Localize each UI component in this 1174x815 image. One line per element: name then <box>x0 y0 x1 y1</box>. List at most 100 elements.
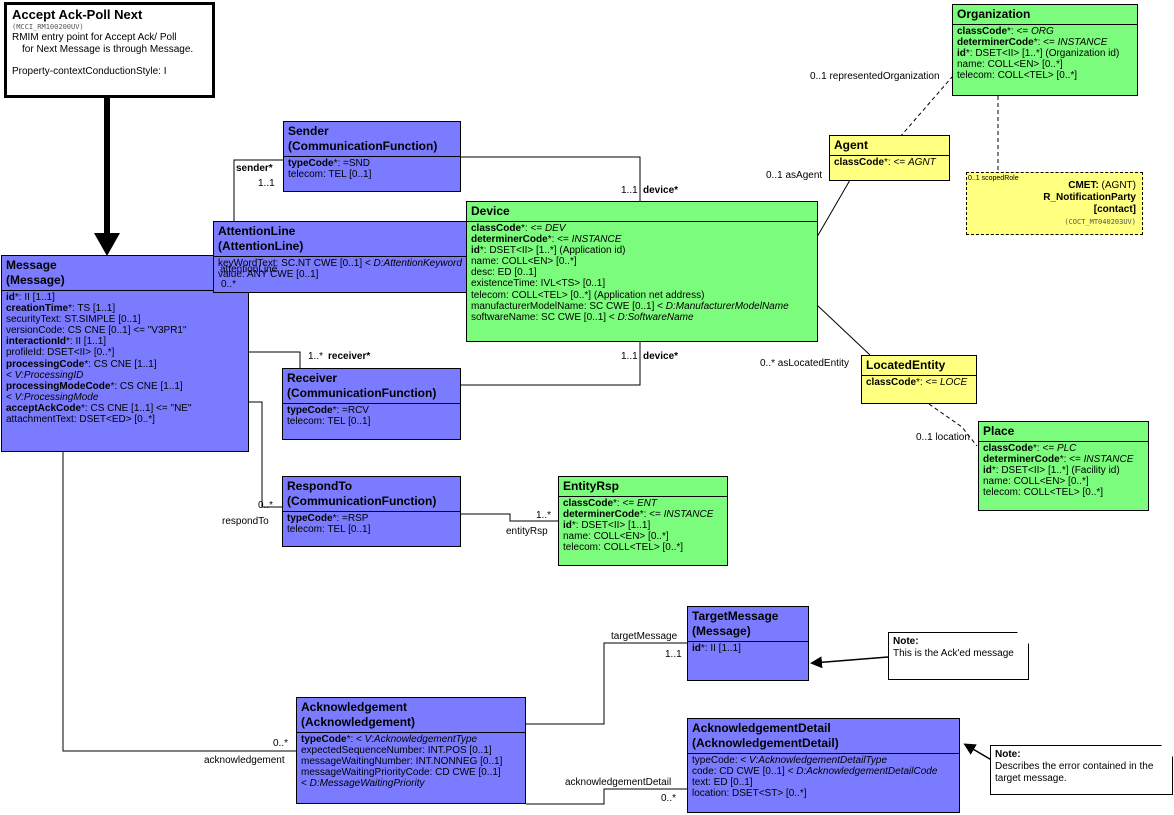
header-code: (MCCI_RM100200UV) <box>12 23 84 31</box>
attribute-row: expectedSequenceNumber: INT.POS [0..1] <box>301 745 521 756</box>
attribute-type: : CS CNE [0..1] <= "V3PR1" <box>62 325 187 337</box>
attribute-type: : DSET<ST> [0..*] <box>726 788 807 800</box>
attribute-vocabulary: INSTANCE <box>571 234 622 246</box>
attribute-type: *: <= <box>916 377 940 388</box>
sender-device-connector <box>461 156 641 203</box>
attribute-row: determinerCode*: <= INSTANCE <box>957 37 1133 48</box>
label-as-located-entity: 0..* asLocatedEntity <box>760 358 849 369</box>
message-class-box[interactable]: Message (Message) id*: II [1..1]creation… <box>1 255 249 452</box>
attribute-row: name: COLL<EN> [0..*] <box>983 476 1144 487</box>
attribute-type: : SC CWE [0..1] < <box>583 300 666 312</box>
agent-organization-connector <box>899 76 953 138</box>
cmet-code-agnt: (AGNT) <box>1098 180 1136 191</box>
respondto-class-box[interactable]: RespondTo (CommunicationFunction) typeCo… <box>282 476 461 547</box>
attribute-type: : DSET<II> [0..*] <box>41 347 115 359</box>
locatedentity-class-box[interactable]: LocatedEntity classCode*: <= LOCE <box>861 355 977 404</box>
attribute-row: id*: DSET<II> [1..*] (Application id) <box>471 245 813 256</box>
note1-arrow <box>810 656 889 669</box>
receiver-connector <box>248 351 301 369</box>
attribute-type: : SC.NT CWE [0..1] < <box>275 258 374 269</box>
label-ackdetail-mult: 0..* <box>661 793 677 804</box>
attribute-type: *: II [1..1] <box>66 336 107 348</box>
attribute-name: processingCode <box>6 358 85 370</box>
label-respondto: respondTo <box>222 516 269 527</box>
attribute-name: name <box>983 476 1009 488</box>
ackdetail-class-box[interactable]: AcknowledgementDetail (AcknowledgementDe… <box>687 718 960 813</box>
attribute-vocabulary: V:AcknowledgementDetailType <box>749 755 888 766</box>
attribute-name: typeCode <box>287 405 333 416</box>
attribute-row: interactionId*: II [1..1] <box>6 336 244 347</box>
cmet-name: R_NotificationParty <box>1043 192 1136 203</box>
attribute-type: *: DSET<II> [1..*] (Organization id) <box>965 48 1120 60</box>
sender-class-box[interactable]: Sender (CommunicationFunction) typeCode*… <box>283 121 461 192</box>
label-entityrsp-mult: 1..* <box>536 510 552 521</box>
attribute-type: < <box>301 778 310 790</box>
attribute-row: typeCode: < V:AcknowledgementDetailType <box>692 755 955 766</box>
acknowledgement-class-box[interactable]: Acknowledgement (Acknowledgement) typeCo… <box>296 697 526 804</box>
attribute-row: determinerCode*: <= INSTANCE <box>563 509 723 520</box>
attribute-name: id <box>957 48 966 60</box>
locatedentity-attributes: classCode*: <= LOCE <box>862 377 976 388</box>
label-acknowledgement-mult: 0..* <box>273 738 289 749</box>
attribute-type: *: <= <box>884 157 908 168</box>
attribute-name: telecom <box>288 169 324 181</box>
attribute-type: : INT.NONNEG [0..1] <box>410 756 503 768</box>
attribute-row: classCode*: <= PLC <box>983 443 1144 454</box>
device-locatedentity-connector <box>816 304 871 356</box>
label-respondto-mult: 0..* <box>258 500 274 511</box>
agent-title: Agent <box>834 138 868 152</box>
attribute-type: *: II [1..1] <box>700 643 741 654</box>
label-device-sender-mult: 1..1 <box>621 185 638 196</box>
place-title: Place <box>983 424 1015 438</box>
attribute-type: : COLL<TEL> [0..*] <box>992 70 1078 82</box>
attribute-name: telecom <box>287 416 323 428</box>
attribute-name: typeCode <box>301 734 347 745</box>
attribute-row: softwareName: SC CWE [0..1] < D:Software… <box>471 312 813 323</box>
cmet-code: (COCT_MT040203UV) <box>1064 218 1136 226</box>
attribute-row: keyWordText: SC.NT CWE [0..1] < D:Attent… <box>218 258 462 269</box>
targetmessage-attributes: id*: II [1..1] <box>688 643 808 654</box>
attribute-row: classCode*: <= ENT <box>563 498 723 509</box>
attribute-type: *: =RCV <box>332 405 369 416</box>
attribute-name: text <box>692 777 709 789</box>
targetmessage-class-box[interactable]: TargetMessage (Message) id*: II [1..1] <box>687 606 809 681</box>
attribute-row: determinerCode*: <= INSTANCE <box>983 454 1144 465</box>
attribute-name: determinerCode <box>957 37 1034 49</box>
attribute-vocabulary: ORG <box>1030 26 1054 37</box>
receiver-class-box[interactable]: Receiver (CommunicationFunction) typeCod… <box>282 368 461 440</box>
attribute-name: securityText <box>6 314 59 326</box>
attribute-name: desc <box>471 267 493 279</box>
attribute-row: name: COLL<EN> [0..*] <box>471 256 813 267</box>
attribute-vocabulary: D:SoftwareName <box>617 311 694 323</box>
attribute-row: id*: DSET<II> [1..1] <box>563 520 723 531</box>
attentionline-class-box[interactable]: AttentionLine (AttentionLine) keyWordTex… <box>213 221 467 293</box>
agent-class-box[interactable]: Agent classCode*: <= AGNT <box>829 135 950 181</box>
attribute-row: existenceTime: IVL<TS> [0..1] <box>471 278 813 289</box>
attribute-name: creationTime <box>6 303 69 315</box>
attribute-type: *: <= <box>639 509 664 521</box>
attribute-type: : COLL<EN> [0..*] <box>588 531 669 543</box>
attribute-row: id*: II [1..1] <box>692 643 804 654</box>
ackdetail-subtitle: (AcknowledgementDetail) <box>692 736 839 750</box>
attribute-row: acceptAckCode*: CS CNE [1..1] <= "NE" <box>6 403 244 414</box>
attribute-row: processingModeCode*: CS CNE [1..1] <box>6 381 244 392</box>
attribute-type: : TEL [0..1] <box>323 169 372 181</box>
attribute-name: processingModeCode <box>6 380 111 392</box>
acknowledgement-title: Acknowledgement <box>301 700 408 714</box>
label-sender: sender* <box>236 163 273 174</box>
attribute-type: *: <= <box>547 234 572 246</box>
attribute-row: id*: II [1..1] <box>6 292 244 303</box>
attribute-vocabulary: V:ProcessingID <box>14 369 84 381</box>
note2-title: Note: <box>995 749 1021 760</box>
attribute-row: profileId: DSET<II> [0..*] <box>6 347 244 358</box>
cmet-box[interactable]: 0..1 scopedRole CMET: (AGNT) R_Notificat… <box>966 172 1143 235</box>
label-attentionline: attentionLine <box>220 264 278 275</box>
attribute-row: classCode*: <= ORG <box>957 26 1133 37</box>
